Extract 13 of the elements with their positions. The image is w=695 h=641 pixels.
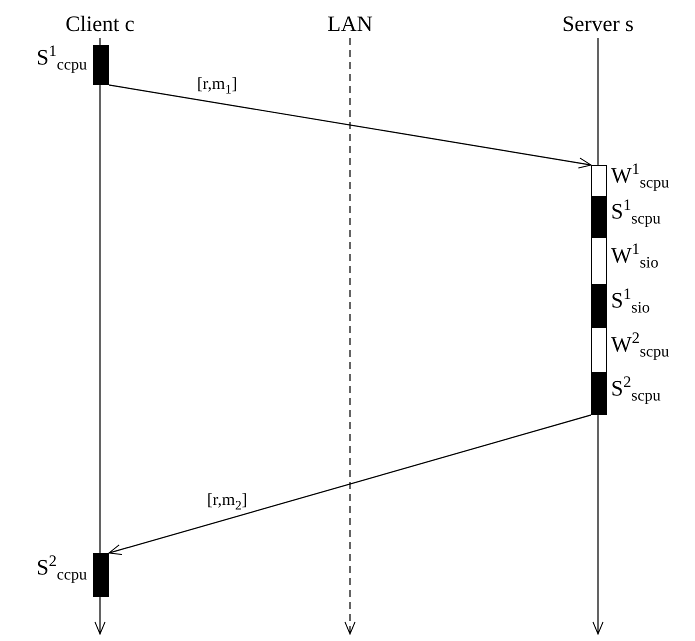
message-arrow [108, 84, 592, 168]
edge-label: [r,m$_{1}$] [196, 74, 238, 98]
lifeline-arrow [344, 38, 356, 634]
wait-bar [591, 165, 607, 197]
message-arrow [108, 414, 592, 555]
edge-label: [r,m$_{2}$] [206, 490, 248, 514]
activation-bar [591, 373, 607, 415]
activation-bar [93, 45, 109, 85]
activation-bar [591, 285, 607, 327]
activation-bar [591, 197, 607, 237]
wait-bar [591, 237, 607, 285]
wait-bar [591, 327, 607, 373]
activation-bar [93, 553, 109, 597]
